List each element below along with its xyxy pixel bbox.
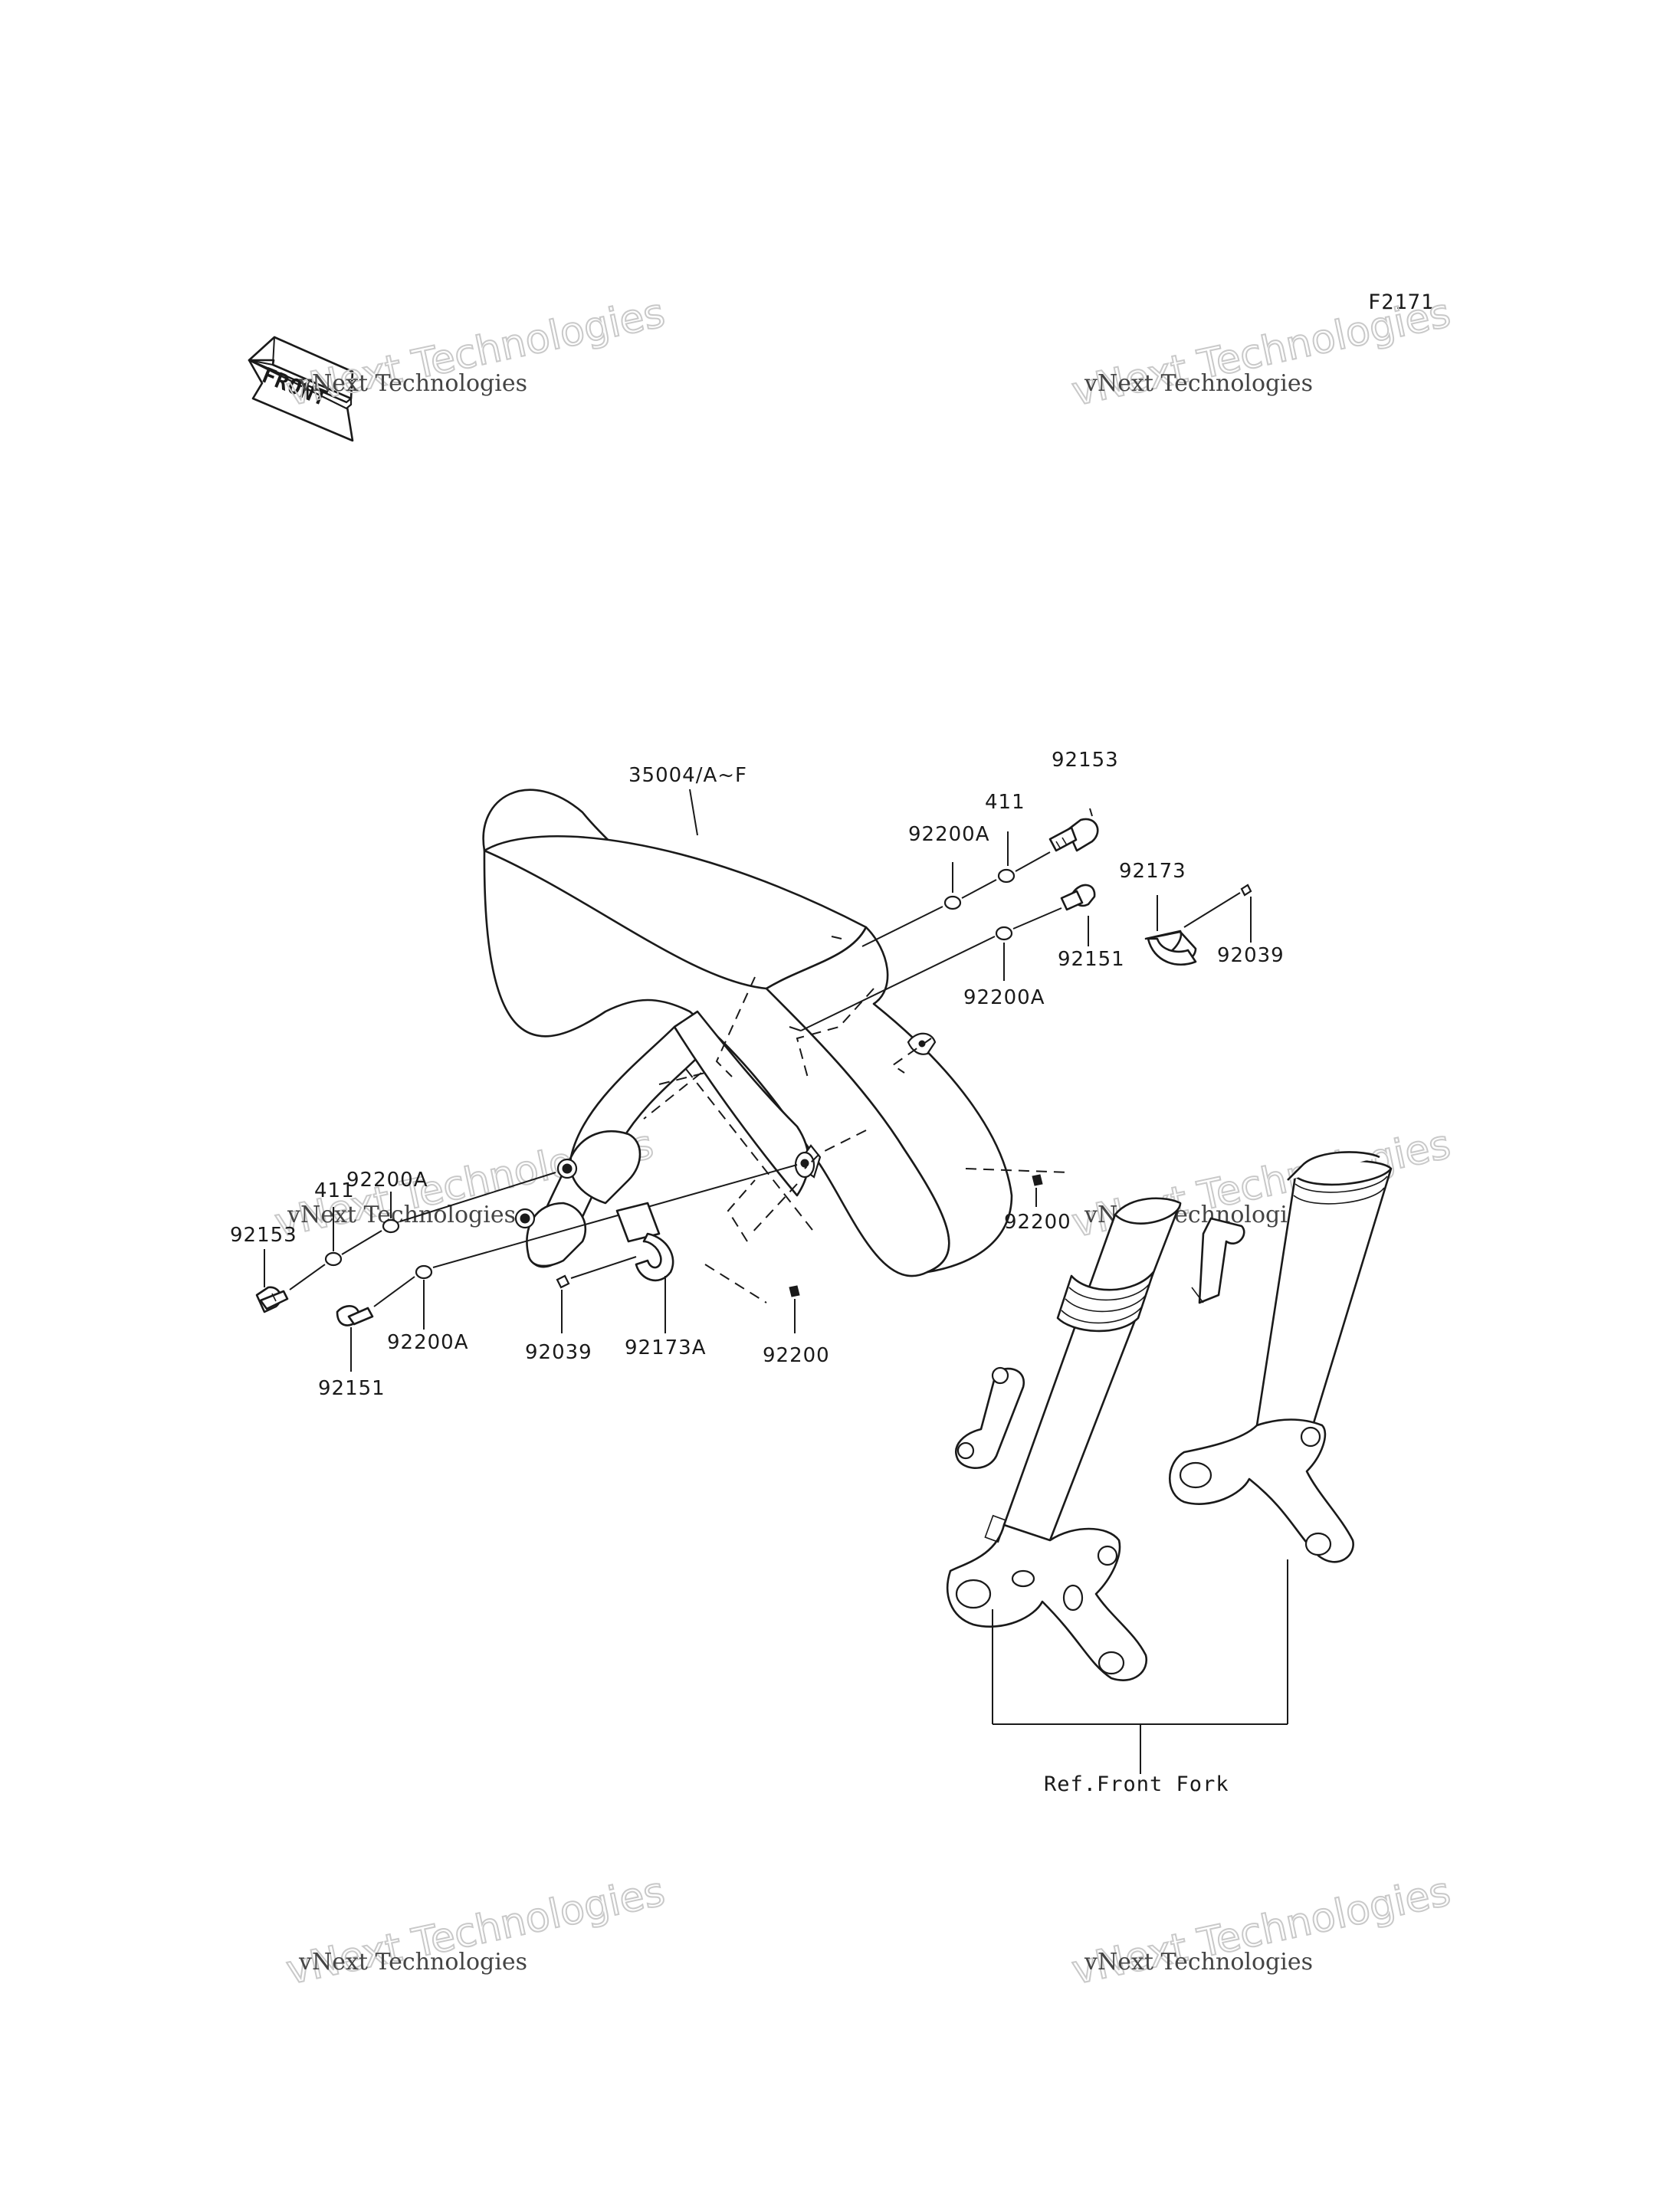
fastener-bolt-right-top	[1048, 818, 1099, 852]
callout-spacer-right-mid: 92200A	[963, 986, 1045, 1009]
callout-bolt-left-top: 92153	[230, 1224, 297, 1247]
fastener-bolt-left-bottom	[336, 1305, 374, 1326]
callout-washer-right-top: 411	[985, 791, 1025, 814]
svg-text:vNext Technologies: vNext Technologies	[1084, 370, 1313, 397]
spacer-right-top	[943, 895, 962, 910]
callout-spacer-left-top: 92200A	[346, 1169, 428, 1192]
callout-nut-left: 92200	[763, 1344, 830, 1367]
front-fork-right	[1168, 1151, 1393, 1563]
callout-spacer-left-bottom: 92200A	[387, 1331, 469, 1354]
callout-clamp-left: 92173A	[625, 1336, 707, 1359]
callout-washer-left: 411	[314, 1179, 355, 1202]
spacer-left-bottom	[415, 1264, 433, 1280]
svg-text:vNext Technologies: vNext Technologies	[298, 370, 527, 397]
fastener-bolt-right-mid	[1060, 884, 1096, 911]
svg-text:vNext Technologies: vNext Technologies	[287, 1202, 516, 1228]
assembly-lines	[643, 976, 1070, 1303]
watermark-bottom-left: vNext Technologies vNext Technologies	[282, 1868, 670, 1995]
figure-code: F2171	[1368, 290, 1434, 314]
clamp-left	[615, 1202, 674, 1282]
callout-screw-left: 92039	[525, 1341, 592, 1364]
callout-ref-front-fork: Ref.Front Fork	[1044, 1772, 1229, 1796]
svg-text:vNext Technologies: vNext Technologies	[298, 1949, 527, 1976]
leader-fender	[689, 789, 698, 836]
spacer-right-mid	[995, 926, 1013, 941]
callout-screw-right: 92039	[1217, 944, 1285, 967]
front-fork-left	[947, 1197, 1182, 1681]
spacer-left-top	[382, 1218, 400, 1234]
callout-fender: 35004/A~F	[628, 764, 747, 787]
front-arrow-icon: FRONT	[248, 336, 354, 442]
nut-right	[1032, 1174, 1043, 1186]
ref-front-fork-bracket	[992, 1559, 1288, 1774]
callout-bolt-left-bottom: 92151	[318, 1377, 386, 1400]
clamp-right	[1144, 930, 1197, 966]
screw-right	[1240, 884, 1252, 897]
callout-clamp-right: 92173	[1119, 860, 1186, 883]
svg-text:vNext Technologies: vNext Technologies	[1084, 1949, 1313, 1976]
washer-left	[324, 1251, 343, 1267]
watermark-top-right: vNext Technologies vNext Technologies	[1068, 290, 1455, 416]
nut-left	[789, 1285, 800, 1297]
callout-spacer-right-top: 92200A	[908, 823, 990, 846]
watermark-bottom-right: vNext Technologies vNext Technologies	[1068, 1868, 1455, 1995]
callout-bolt-right-mid: 92151	[1058, 948, 1125, 971]
callout-bolt-right-top: 92153	[1052, 749, 1119, 772]
callout-nut-right: 92200	[1004, 1211, 1071, 1234]
washer-right-top	[997, 868, 1016, 884]
screw-left	[556, 1274, 570, 1289]
front-fender	[482, 789, 1013, 1277]
fastener-bolt-left-top	[255, 1286, 289, 1313]
